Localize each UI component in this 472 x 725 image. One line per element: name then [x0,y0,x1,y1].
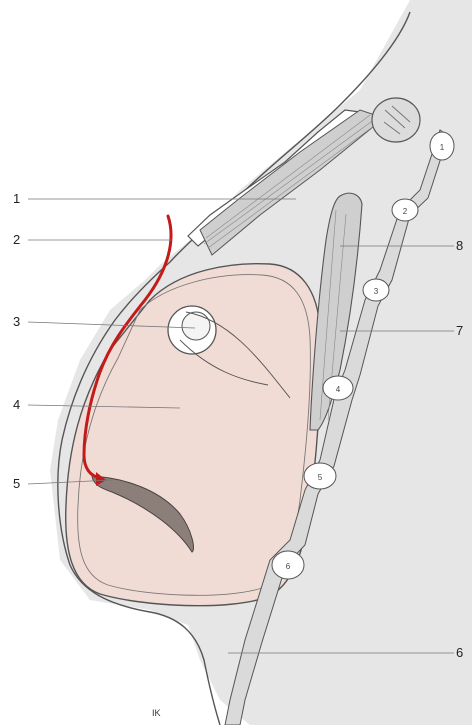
nerve-segment-label-3: 3 [374,287,379,296]
callout-7: 7 [456,324,463,338]
nerve-segment-label-6: 6 [286,562,291,571]
callout-2: 2 [13,233,20,247]
nerve-segment-label-2: 2 [403,207,408,216]
nerve-segment-label-1: 1 [440,143,445,152]
callout-5: 5 [13,477,20,491]
callout-6: 6 [456,646,463,660]
artist-signature: IK [152,708,161,718]
callout-4: 4 [13,398,20,412]
nerve-segment-label-5: 5 [318,473,323,482]
callout-8: 8 [456,239,463,253]
nerve-segment-label-4: 4 [336,385,341,394]
callout-1: 1 [13,192,20,206]
callout-3: 3 [13,315,20,329]
